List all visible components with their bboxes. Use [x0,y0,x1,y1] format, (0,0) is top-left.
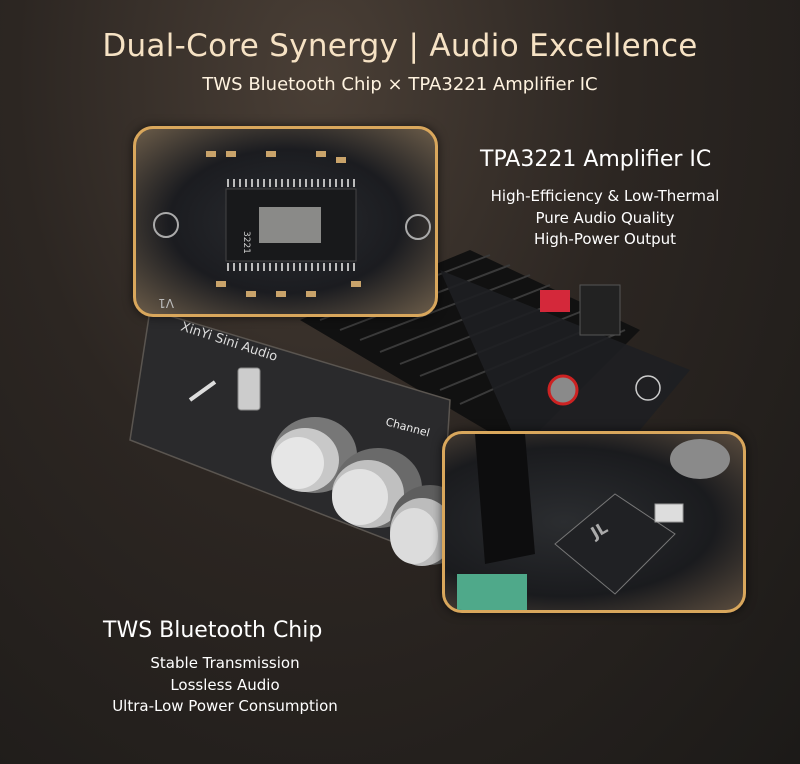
board-version: V1 [158,296,174,310]
amplifier-ic-closeup: 3221 V1 [133,126,438,317]
usb-port [237,367,261,411]
bluetooth-chip-illustration: JL [457,434,730,610]
bluetooth-chip-closeup: JL [442,431,746,613]
page-title: Dual-Core Synergy | Audio Excellence [102,28,698,64]
amplifier-features: High-Efficiency & Low-Thermal Pure Audio… [480,186,730,251]
chip-marking: 3221 [241,231,251,254]
amplifier-feature: Pure Audio Quality [535,208,675,227]
amplifier-heading: TPA3221 Amplifier IC [480,147,712,172]
speaker-terminal [540,290,570,312]
logo-mark [635,375,661,401]
capacitor [547,374,579,406]
bluetooth-feature: Ultra-Low Power Consumption [112,697,338,715]
toggle-switch [188,380,217,402]
tpa3221-chip-illustration: 3221 V1 [153,151,431,310]
volume-knobs [271,417,470,566]
bluetooth-feature: Stable Transmission [150,654,300,672]
amplifier-feature: High-Efficiency & Low-Thermal [490,187,720,205]
bluetooth-feature: Lossless Audio [170,675,280,694]
bluetooth-features: Stable Transmission Lossless Audio Ultra… [90,653,360,718]
amplifier-feature: High-Power Output [533,230,677,248]
bluetooth-heading: TWS Bluetooth Chip [103,618,323,643]
page-subtitle: TWS Bluetooth Chip × TPA3221 Amplifier I… [202,74,598,95]
